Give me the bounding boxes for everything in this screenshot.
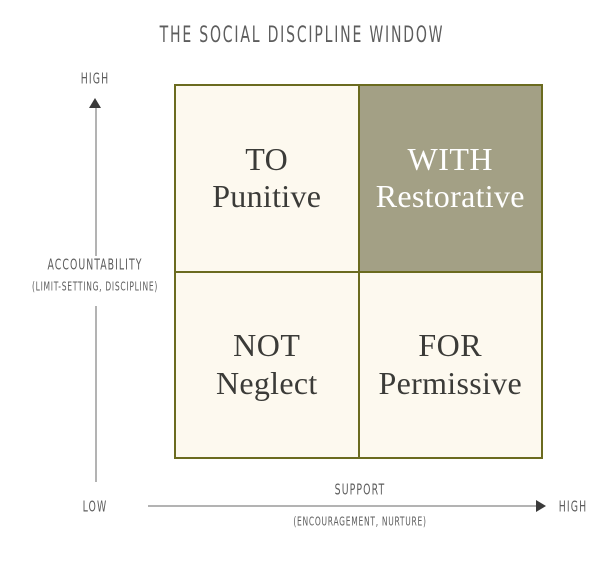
y-axis-sublabel: (LIMIT-SETTING, DISCIPLINE): [31, 279, 159, 295]
page-title: THE SOCIAL DISCIPLINE WINDOW: [159, 22, 445, 48]
x-axis-line: [148, 505, 540, 507]
quadrant-preposition: TO: [245, 140, 289, 177]
y-axis-line-upper: [95, 106, 97, 256]
y-axis-arrow-icon: [89, 98, 101, 108]
quadrant-approach: Permissive: [378, 364, 522, 401]
quadrant-preposition: NOT: [233, 327, 301, 363]
x-axis-high-label: HIGH: [558, 498, 588, 517]
x-axis-label: SUPPORT: [334, 481, 386, 500]
quadrant-approach: Neglect: [215, 364, 318, 401]
quadrant-with-restorative[interactable]: WITH Restorative: [359, 86, 541, 271]
y-axis-line-lower: [95, 306, 97, 482]
quadrant-matrix: TO Punitive WITH Restorative NOT Neglect…: [174, 84, 543, 459]
y-axis-label: ACCOUNTABILITY: [47, 256, 143, 275]
quadrant-approach: Punitive: [212, 178, 322, 215]
y-axis-low-label: LOW: [82, 498, 108, 517]
quadrant-not-neglect[interactable]: NOT Neglect: [176, 272, 358, 457]
x-axis-sublabel: (ENCOURAGEMENT, NURTURE): [293, 514, 427, 530]
quadrant-approach: Restorative: [375, 178, 525, 215]
quadrant-preposition: FOR: [418, 327, 483, 363]
quadrant-for-permissive[interactable]: FOR Permissive: [359, 272, 541, 457]
quadrant-preposition: WITH: [407, 140, 493, 177]
x-axis-arrow-icon: [536, 500, 546, 512]
y-axis-high-label: HIGH: [80, 70, 110, 89]
quadrant-to-punitive[interactable]: TO Punitive: [176, 86, 358, 271]
